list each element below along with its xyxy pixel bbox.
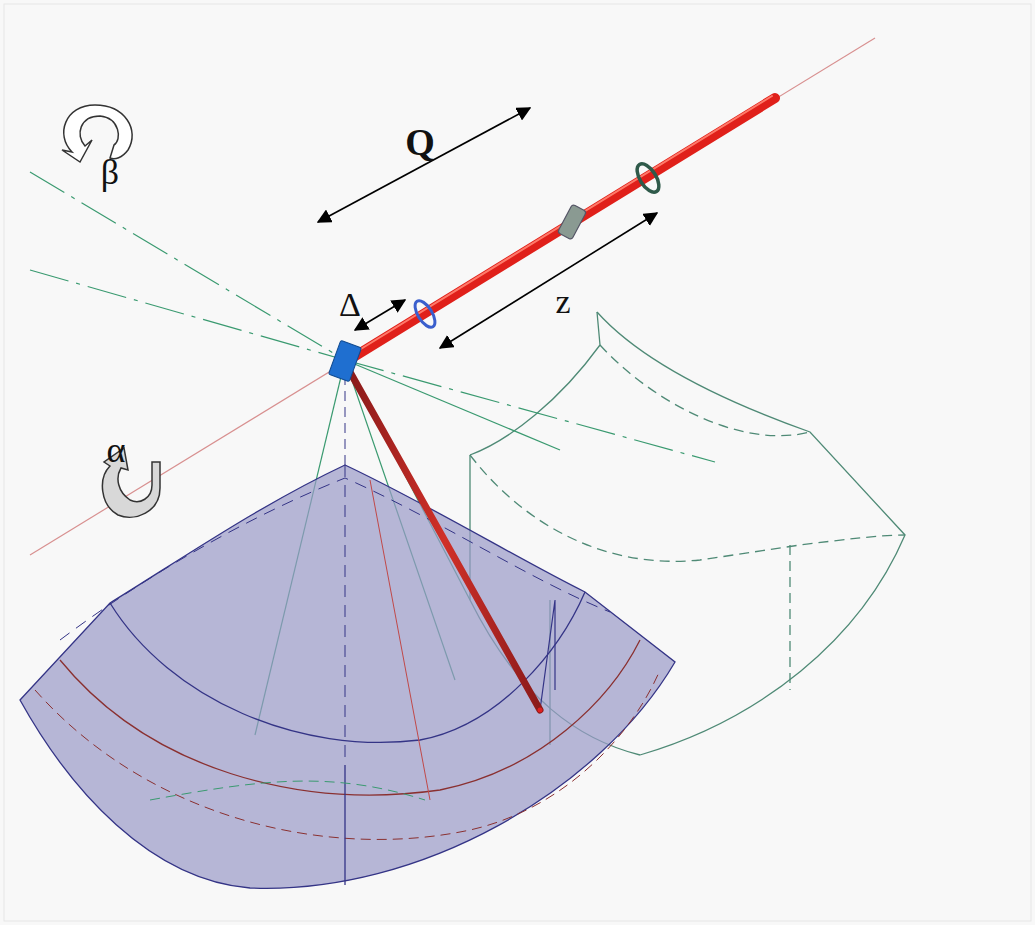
beam-highlight	[356, 96, 772, 352]
beam-spot	[538, 708, 543, 713]
sample-block	[329, 340, 362, 381]
dimension-arrow	[318, 108, 657, 348]
beam-axis	[30, 38, 875, 555]
incident-beam	[352, 98, 775, 358]
rotation-symbol	[62, 105, 160, 517]
collimator-block	[557, 204, 586, 240]
aperture-ring	[411, 298, 439, 331]
axis-label: z	[555, 285, 570, 319]
axis-label: β	[101, 154, 119, 190]
aperture-ring	[633, 160, 664, 196]
detector-shape	[20, 360, 675, 888]
frame	[4, 4, 1031, 921]
axis-label: Q	[405, 123, 435, 161]
axis-label: Δ	[339, 288, 361, 322]
scattered-beam	[350, 372, 540, 710]
axis-label: α	[107, 432, 126, 468]
